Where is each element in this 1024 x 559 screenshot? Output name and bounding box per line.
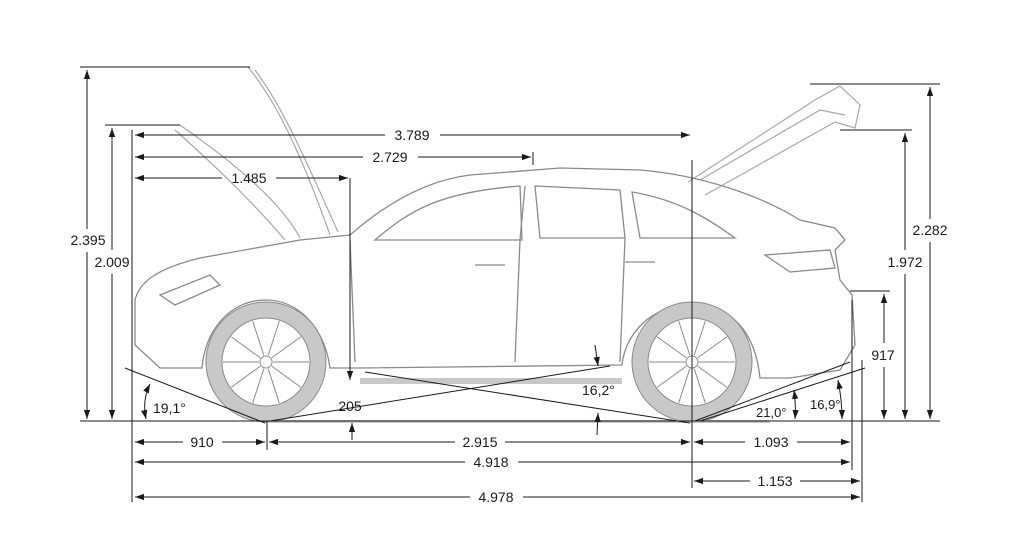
car-windows (373, 185, 738, 241)
wheel-spoke (252, 368, 265, 404)
wheel-spoke (693, 320, 706, 356)
wheel-spoke (271, 336, 302, 359)
label-length-2729: 2.729 (372, 149, 407, 165)
label-ground-clearance: 205 (338, 398, 362, 414)
label-height-2395: 2.395 (70, 232, 105, 248)
door-handles (475, 261, 655, 266)
wheel-spoke (697, 365, 728, 388)
wheel-spoke (656, 336, 687, 359)
wheel-spoke (656, 365, 687, 388)
label-departure-angle-b: 16,9° (810, 397, 841, 412)
label-height-2009: 2.009 (94, 254, 129, 270)
label-approach-angle: 19,1° (153, 400, 186, 416)
wheel-spoke (678, 368, 691, 404)
taillight (763, 249, 836, 273)
label-overall-4978: 4.978 (478, 489, 513, 505)
front-wheel (205, 301, 327, 423)
sill (360, 378, 622, 384)
wheel-spokes (223, 320, 735, 404)
wheel-spoke (230, 336, 261, 359)
label-rear-overhang: 1.093 (753, 434, 788, 450)
wheel-spoke (267, 320, 280, 356)
wheel-spoke (678, 320, 691, 356)
label-departure-angle-a: 21,0° (756, 405, 787, 420)
label-front-overhang: 910 (190, 434, 214, 450)
open-hood (174, 66, 339, 241)
label-ramp-angle: 16,2° (582, 382, 615, 398)
label-height-917: 917 (871, 347, 895, 363)
label-height-2282: 2.282 (912, 222, 947, 238)
wheel-spoke (230, 365, 261, 388)
label-rear-1153: 1.153 (757, 473, 792, 489)
label-wheelbase: 2.915 (462, 434, 497, 450)
wheel-spoke (697, 336, 728, 359)
headlight (158, 274, 222, 306)
label-length-1485: 1.485 (231, 170, 266, 186)
label-overall-4918: 4.918 (473, 454, 508, 470)
label-height-1972: 1.972 (887, 254, 922, 270)
car-body (134, 167, 856, 379)
car-side-view (134, 66, 861, 423)
label-length-3789: 3.789 (394, 127, 429, 143)
wheel-spoke (267, 368, 280, 404)
wheel-spoke (252, 320, 265, 356)
dimension-arrows (83, 70, 934, 501)
open-tailgate (687, 85, 861, 196)
door-lines (349, 185, 626, 363)
wheel-spoke (271, 365, 302, 388)
wheel-spoke (693, 368, 706, 404)
reference-lines (80, 66, 940, 502)
